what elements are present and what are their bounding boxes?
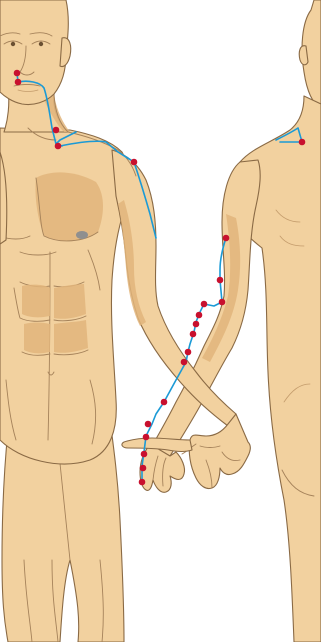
left-figure-abs-shade-1 xyxy=(22,285,50,318)
acupoint[interactable] xyxy=(193,321,200,328)
acupoint[interactable] xyxy=(223,235,230,242)
acupoint[interactable] xyxy=(201,301,208,308)
acupoint[interactable] xyxy=(161,399,168,406)
acupoint[interactable] xyxy=(139,479,146,486)
acupoint[interactable] xyxy=(190,331,197,338)
acupoint[interactable] xyxy=(185,349,192,356)
acupoint[interactable] xyxy=(143,434,150,441)
acupoint[interactable] xyxy=(196,312,203,319)
acupoint[interactable] xyxy=(181,359,188,366)
right-figure-arm xyxy=(152,160,260,456)
acupoint[interactable] xyxy=(53,127,60,134)
acupoint[interactable] xyxy=(145,421,152,428)
left-figure-pectoral xyxy=(35,172,103,241)
left-figure xyxy=(0,0,250,642)
left-figure-abs-shade-2 xyxy=(54,284,86,319)
left-figure-abs-shade-4 xyxy=(54,320,88,353)
acupoint[interactable] xyxy=(217,277,224,284)
left-figure-eye-right xyxy=(39,42,43,46)
acupoint[interactable] xyxy=(219,299,226,306)
acupoint[interactable] xyxy=(141,451,148,458)
acupoint[interactable] xyxy=(55,143,62,150)
acupoint[interactable] xyxy=(140,465,147,472)
left-figure-head xyxy=(0,0,68,105)
left-figure-abs-shade-3 xyxy=(24,323,50,354)
right-figure-ear xyxy=(299,46,308,65)
left-figure-nipple xyxy=(76,231,88,239)
left-figure-hand xyxy=(189,414,250,489)
acupoint[interactable] xyxy=(131,159,138,166)
left-figure-eye-left xyxy=(11,42,15,46)
acupoint[interactable] xyxy=(14,70,21,77)
right-figure xyxy=(140,0,321,642)
left-figure-ear xyxy=(60,38,71,67)
acupoint[interactable] xyxy=(299,139,306,146)
acupoint[interactable] xyxy=(15,79,22,86)
